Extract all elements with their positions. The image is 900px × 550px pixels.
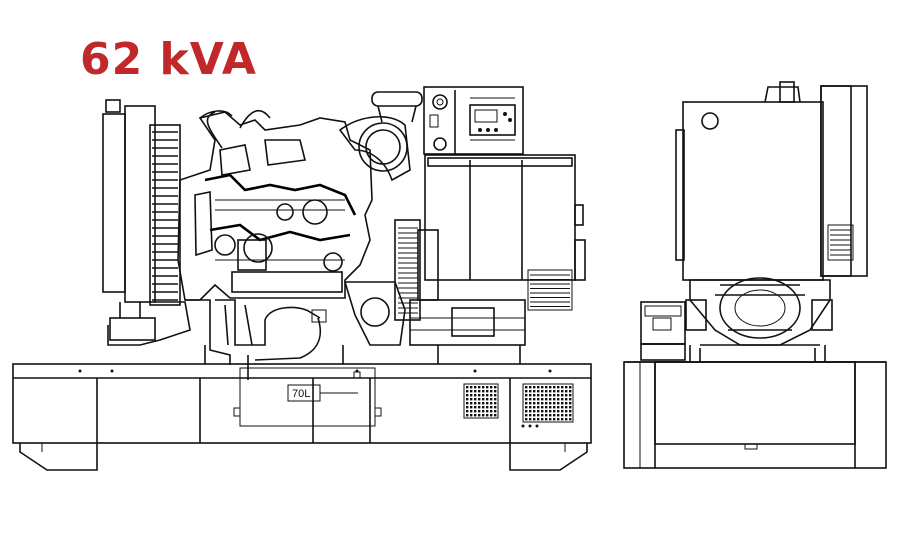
tank-capacity-label: 70L [292, 388, 310, 400]
alternator-end [675, 81, 868, 281]
base-dots [78, 369, 552, 428]
end-view [623, 81, 887, 469]
battery [640, 301, 686, 361]
side-view: 70L [12, 86, 592, 471]
flywheel-housing [685, 277, 833, 362]
base-vent-grille-small [463, 383, 499, 419]
radiator [102, 99, 181, 341]
power-rating-title: 62 kVA [80, 34, 257, 85]
base-frame [12, 363, 592, 471]
engine [177, 110, 373, 301]
engine-mounts [107, 299, 521, 380]
base-vent-grille-large [522, 383, 574, 423]
fuel-tank: 70L [233, 367, 382, 427]
alternator [343, 154, 586, 346]
air-intake [206, 91, 423, 182]
end-view-base [623, 361, 887, 469]
control-panel [423, 86, 524, 155]
